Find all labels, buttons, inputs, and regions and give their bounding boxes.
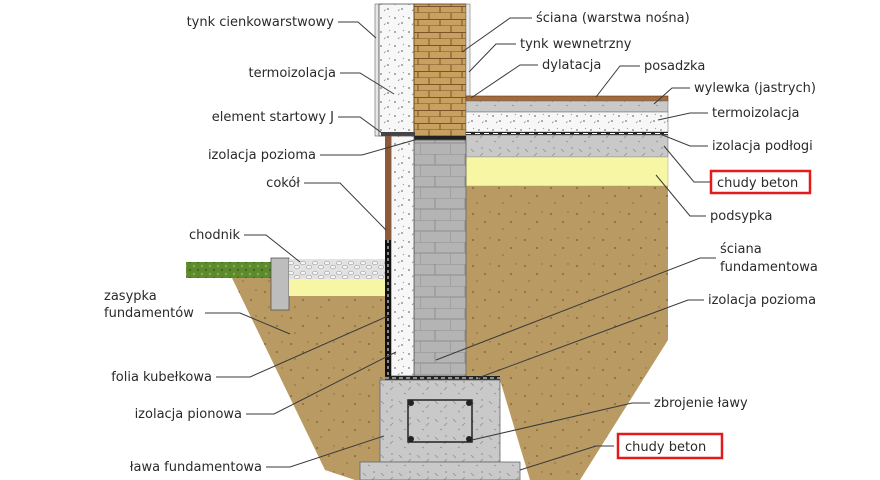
inner-plaster xyxy=(465,3,471,97)
label-chodnik: chodnik xyxy=(189,228,240,243)
label-tynk-wewnetrzny: tynk wewnetrzny xyxy=(520,37,632,52)
leader-izolacja-pozioma-left xyxy=(320,138,419,156)
label-cokol: cokół xyxy=(266,176,300,191)
leader-posadzka xyxy=(595,65,640,98)
leader-tynk-wewnetrzny xyxy=(468,43,516,73)
rebar-bar xyxy=(408,436,414,442)
label-sciana-fund-line1: ściana xyxy=(720,242,762,257)
highlight-box-chudy-beton-top xyxy=(709,169,812,195)
label-posadzka: posadzka xyxy=(644,59,705,74)
label-sciana-nosna: ściana (warstwa nośna) xyxy=(536,11,690,26)
rebar-bar xyxy=(466,436,472,442)
soil-backfill xyxy=(232,278,385,480)
label-zasypka-line1: zasypka xyxy=(104,289,157,304)
footing-rebar-cage xyxy=(407,399,473,443)
leader-zbrojenie xyxy=(471,402,650,441)
thin-plaster xyxy=(374,3,380,137)
leader-dylatacja xyxy=(470,64,538,99)
leader-lawa xyxy=(266,435,385,468)
plinth-insulation xyxy=(390,135,415,377)
label-chudy-beton-bottom: chudy beton xyxy=(625,440,706,455)
highlight-box-chudy-beton-bottom xyxy=(616,432,724,460)
label-chudy-beton-top: chudy beton xyxy=(717,176,798,191)
label-izolacja-pionowa: izolacja pionowa xyxy=(135,407,242,422)
leader-izolacja-podlogi xyxy=(659,133,708,147)
label-izolacja-podlogi: izolacja podłogi xyxy=(712,139,813,154)
leader-izolacja-pozioma-right xyxy=(477,299,704,379)
sidewalk-sand xyxy=(289,279,387,296)
label-wylewka: wylewka (jastrych) xyxy=(694,81,816,96)
screed xyxy=(465,100,669,113)
leader-termoizolacja-right xyxy=(657,112,708,121)
starter-profile xyxy=(381,132,415,136)
label-folia: folia kubełkowa xyxy=(111,370,212,385)
leader-cokol xyxy=(304,182,387,231)
rebar-bar xyxy=(466,400,472,406)
rebar-bar xyxy=(408,400,414,406)
label-lawa: ława fundamentowa xyxy=(130,460,262,475)
lean-concrete-footing xyxy=(359,461,521,480)
leader-tynk-cienkowarstwowy xyxy=(338,21,377,39)
plinth-render xyxy=(385,136,391,240)
leader-zasypka xyxy=(205,312,291,335)
leader-wylewka xyxy=(653,87,690,105)
curb-stone xyxy=(270,257,290,311)
horizontal-waterproofing-top xyxy=(414,136,466,140)
wall-insulation xyxy=(378,3,415,137)
label-izolacja-pozioma-right: izolacja pozioma xyxy=(708,293,816,308)
label-sciana-fund-line2: fundamentowa xyxy=(720,260,818,275)
label-zbrojenie: zbrojenie ławy xyxy=(654,396,748,411)
label-izolacja-pozioma-left: izolacja pozioma xyxy=(208,148,316,163)
sidewalk-gravel xyxy=(289,259,387,279)
brick-wall xyxy=(413,3,467,137)
leader-element-startowy xyxy=(338,116,383,134)
leader-folia xyxy=(216,315,389,378)
strip-footing xyxy=(379,379,501,463)
label-termoizolacja-left: termoizolacja xyxy=(248,66,336,81)
leader-termoizolacja-left xyxy=(340,72,395,95)
leader-chudy-beton-top xyxy=(663,145,712,183)
foundation-block-wall xyxy=(413,139,467,377)
floor-finish xyxy=(465,95,669,102)
label-termoizolacja-right: termoizolacja xyxy=(712,106,800,121)
leader-izolacja-pionowa xyxy=(246,351,397,415)
leader-chudy-beton-bottom xyxy=(519,445,614,471)
sand-bedding xyxy=(465,156,669,187)
leader-sciana-nosna xyxy=(461,17,532,53)
floor-insulation xyxy=(465,111,669,133)
label-tynk-cienkowarstwowy: tynk cienkowarstwowy xyxy=(187,15,335,30)
label-podsypka: podsypka xyxy=(710,209,772,224)
lean-concrete-floor xyxy=(465,134,669,158)
leader-podsypka xyxy=(655,174,706,217)
label-zasypka-line2: fundamentów xyxy=(104,306,194,321)
leader-chodnik xyxy=(244,234,301,263)
label-element-startowy: element startowy J xyxy=(212,110,334,125)
leader-sciana-fundamentowa xyxy=(435,257,716,361)
grass-strip xyxy=(186,262,272,278)
label-dylatacja: dylatacja xyxy=(542,58,601,73)
